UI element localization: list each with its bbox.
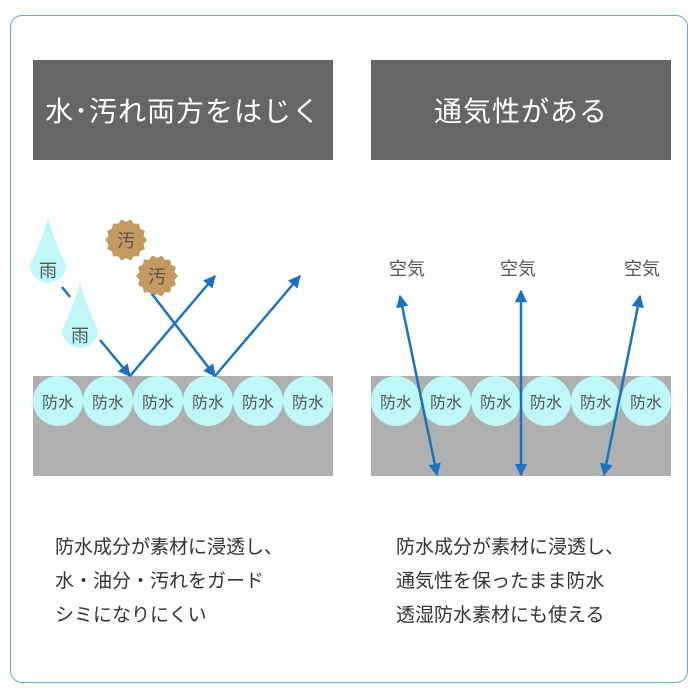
rain-arrow-in bbox=[99, 339, 131, 377]
coating-particle bbox=[33, 376, 83, 426]
right-line-1: 防水成分が素材に浸透し、 bbox=[396, 536, 625, 558]
coating-label: 防水 bbox=[292, 393, 324, 412]
raindrop-2 bbox=[62, 283, 98, 348]
coating-label: 防水 bbox=[192, 393, 224, 412]
coating-label: 防水 bbox=[580, 393, 612, 412]
left-line-2: 水・油分・汚れをガード bbox=[55, 570, 265, 592]
right-diagram: 防水防水防水防水防水防水 空気 空気 空気 bbox=[371, 259, 671, 477]
stain-label: 汚 bbox=[148, 267, 166, 288]
raindrop-1 bbox=[30, 218, 66, 283]
coating-label: 防水 bbox=[242, 393, 274, 412]
coating-particle bbox=[133, 376, 183, 426]
right-line-2: 通気性を保ったまま防水 bbox=[396, 570, 605, 592]
coating-label: 防水 bbox=[630, 393, 662, 412]
stain bbox=[136, 255, 178, 297]
left-line-1: 防水成分が素材に浸透し、 bbox=[55, 536, 284, 558]
right-header: 通気性がある bbox=[371, 60, 671, 160]
air-arrow-1 bbox=[396, 294, 441, 477]
coating-label: 防水 bbox=[142, 393, 174, 412]
stain-arrow-out bbox=[214, 275, 301, 377]
fabric-left bbox=[33, 376, 333, 476]
coating-label: 防水 bbox=[42, 393, 74, 412]
coating-particle bbox=[233, 376, 283, 426]
rain-label-1: 雨 bbox=[39, 261, 57, 282]
stain-label: 汚 bbox=[117, 231, 135, 252]
coating-particle bbox=[83, 376, 133, 426]
coating-label: 防水 bbox=[430, 393, 462, 412]
rain-arrow-a bbox=[61, 286, 71, 298]
air-label-1: 空気 bbox=[389, 259, 425, 280]
left-description: 防水成分が素材に浸透し、 水・油分・汚れをガード シミになりにくい bbox=[55, 530, 283, 632]
frame bbox=[10, 15, 688, 683]
coating-label: 防水 bbox=[480, 393, 512, 412]
right-description: 防水成分が素材に浸透し、 通気性を保ったまま防水 透湿防水素材にも使える bbox=[396, 530, 624, 632]
air-label-3: 空気 bbox=[624, 259, 660, 280]
left-line-3: シミになりにくい bbox=[55, 604, 207, 626]
coating-label: 防水 bbox=[380, 393, 412, 412]
stain bbox=[105, 219, 147, 261]
coating-label: 防水 bbox=[92, 393, 124, 412]
coating-label: 防水 bbox=[530, 393, 562, 412]
coating-particle bbox=[183, 376, 233, 426]
left-header: 水･汚れ両方をはじく bbox=[33, 60, 333, 160]
left-diagram: 防水防水防水防水防水防水 雨 雨 汚汚 bbox=[30, 218, 333, 476]
air-label-2: 空気 bbox=[500, 259, 536, 280]
coating-particle bbox=[521, 376, 571, 426]
rain-arrow-out bbox=[129, 275, 216, 377]
stain-arrow-in bbox=[151, 293, 216, 377]
coating-particle bbox=[471, 376, 521, 426]
air-arrow-3 bbox=[600, 294, 644, 477]
coating-particle bbox=[283, 376, 333, 426]
right-line-3: 透湿防水素材にも使える bbox=[396, 604, 605, 626]
rain-label-2: 雨 bbox=[71, 326, 89, 347]
